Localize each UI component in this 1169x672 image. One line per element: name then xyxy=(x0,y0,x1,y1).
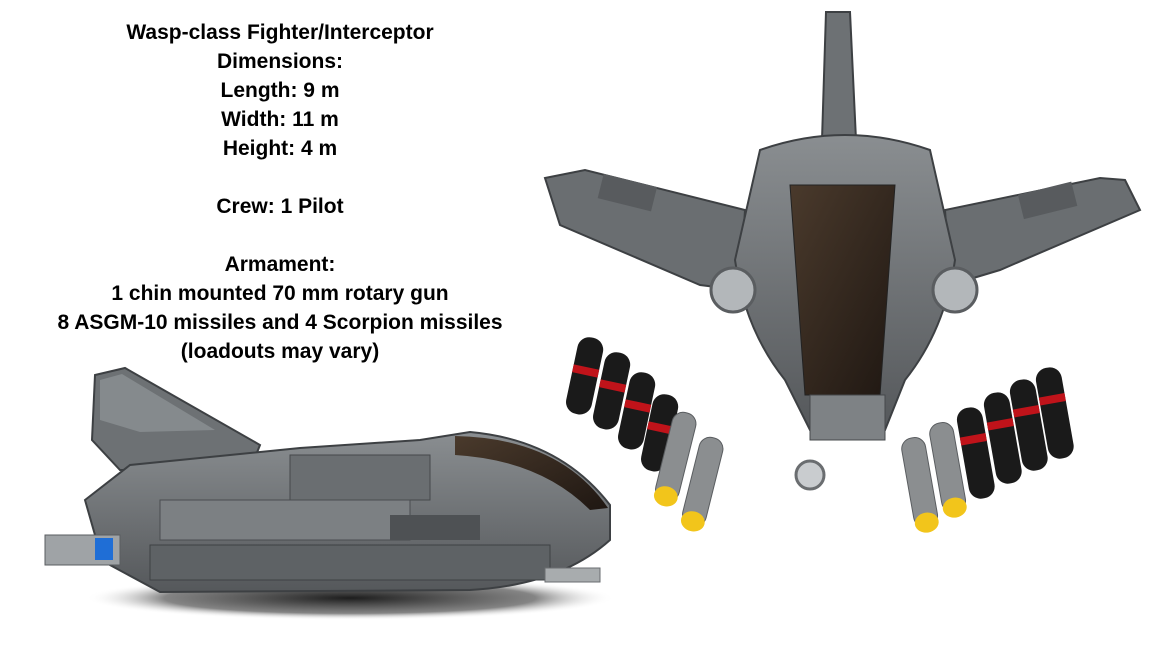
missile-tip xyxy=(653,486,678,507)
crew-spec: Crew: 1 Pilot xyxy=(216,195,344,218)
top-canopy xyxy=(789,184,896,396)
dimensions-heading: Dimensions: xyxy=(216,50,344,73)
missile-tip xyxy=(914,512,939,533)
missile-band xyxy=(647,421,675,435)
armament-gun: 1 chin mounted 70 mm rotary gun xyxy=(111,282,449,305)
top-view-fighter xyxy=(543,11,1142,491)
top-nose xyxy=(809,394,886,441)
missile-tip xyxy=(680,511,705,532)
side-lower-panel xyxy=(149,544,551,581)
side-panel xyxy=(289,454,431,501)
asgm-missile xyxy=(983,392,1022,484)
nose-gun xyxy=(794,459,826,491)
missile-band xyxy=(1012,405,1040,418)
asgm-missile xyxy=(641,394,679,472)
engine-light xyxy=(95,538,113,560)
side-panel xyxy=(159,499,411,541)
chin-gun xyxy=(544,567,601,583)
loadout-note: (loadouts may vary) xyxy=(180,340,380,363)
armament-missiles: 8 ASGM-10 missiles and 4 Scorpion missil… xyxy=(57,311,503,334)
asgm-missile xyxy=(956,407,995,499)
spec-title: Wasp-class Fighter/Interceptor xyxy=(126,21,434,44)
spec-text-block: Wasp-class Fighter/Interceptor Dimension… xyxy=(0,18,560,366)
missile-band xyxy=(572,364,600,378)
missile-band xyxy=(986,418,1014,431)
armament-heading: Armament: xyxy=(224,253,336,276)
missile-band xyxy=(624,399,652,413)
asgm-missile xyxy=(1009,379,1048,471)
height-spec: Height: 4 m xyxy=(222,137,338,160)
asgm-missile xyxy=(618,372,656,450)
asgm-missile xyxy=(1035,367,1074,459)
side-canopy xyxy=(455,436,608,510)
side-vent xyxy=(390,515,480,540)
right-wing-flap xyxy=(1017,181,1078,220)
asgm-missile xyxy=(566,337,604,415)
missile-band xyxy=(959,433,987,446)
left-intake xyxy=(709,266,757,314)
missiles-right-cluster xyxy=(901,367,1074,533)
tail-fin-panel xyxy=(100,374,215,432)
left-wing-flap xyxy=(597,173,658,212)
missiles-left-cluster xyxy=(566,337,724,532)
missile-band xyxy=(1038,393,1066,406)
width-spec: Width: 11 m xyxy=(221,108,339,131)
side-view-fighter xyxy=(44,366,615,620)
missile-tip xyxy=(942,497,967,518)
right-intake xyxy=(931,266,979,314)
missile-band xyxy=(599,379,627,393)
top-tail xyxy=(820,11,858,141)
length-spec: Length: 9 m xyxy=(220,79,340,102)
asgm-missile xyxy=(593,352,631,430)
